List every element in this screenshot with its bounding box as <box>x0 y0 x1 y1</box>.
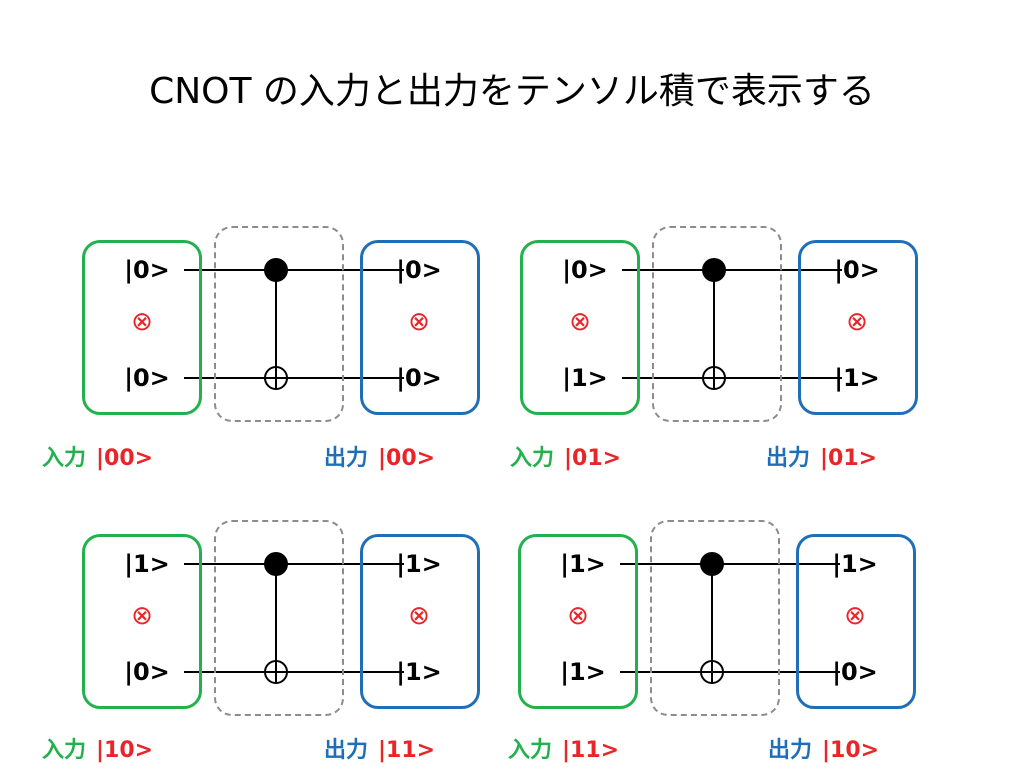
control-dot <box>702 258 726 282</box>
input-state: |01> <box>564 446 622 471</box>
input-caption: 入力 |10> <box>42 732 153 764</box>
control-dot <box>700 552 724 576</box>
output-caption: 出力 |00> <box>324 440 435 472</box>
output-state: |01> <box>820 446 878 471</box>
input-tensor-symbol: ⊗ <box>131 601 153 631</box>
output-top-ket: |1> <box>396 550 442 578</box>
output-tensor-symbol: ⊗ <box>846 307 868 337</box>
input-label: 入力 <box>508 738 553 763</box>
output-box <box>360 240 480 415</box>
input-box <box>82 534 202 709</box>
output-box <box>798 240 918 415</box>
output-caption: 出力 |10> <box>768 732 879 764</box>
input-label: 入力 <box>42 446 87 471</box>
output-label: 出力 <box>324 446 369 471</box>
output-tensor-symbol: ⊗ <box>408 307 430 337</box>
control-dot <box>264 258 288 282</box>
cnot-gate-box <box>214 226 344 422</box>
control-dot <box>264 552 288 576</box>
input-box <box>518 534 638 709</box>
circuit-wires <box>184 552 404 684</box>
output-top-ket: |0> <box>396 256 442 284</box>
input-tensor-symbol: ⊗ <box>131 307 153 337</box>
input-state: |00> <box>96 446 154 471</box>
output-tensor-symbol: ⊗ <box>408 601 430 631</box>
circuit-wires <box>620 552 840 684</box>
circuit-wires <box>184 258 404 390</box>
output-bottom-ket: |0> <box>396 364 442 392</box>
input-top-ket: |0> <box>562 256 608 284</box>
output-top-ket: |0> <box>834 256 880 284</box>
output-caption: 出力 |01> <box>766 440 877 472</box>
input-label: 入力 <box>510 446 555 471</box>
input-bottom-ket: |0> <box>124 364 170 392</box>
input-state: |11> <box>562 738 620 763</box>
input-label: 入力 <box>42 738 87 763</box>
cnot-panel-01: |0> ⊗ |1> |0> ⊗ |1> 入力 |01> 出力 |01> <box>510 222 960 471</box>
output-state: |10> <box>822 738 880 763</box>
output-label: 出力 <box>324 738 369 763</box>
circuit-wires <box>622 258 842 390</box>
input-top-ket: |1> <box>560 550 606 578</box>
input-top-ket: |1> <box>124 550 170 578</box>
output-tensor-symbol: ⊗ <box>844 601 866 631</box>
output-label: 出力 <box>768 738 813 763</box>
output-bottom-ket: |0> <box>832 658 878 686</box>
input-bottom-ket: |1> <box>560 658 606 686</box>
page-title: CNOT の入力と出力をテンソル積で表示する <box>149 71 875 112</box>
output-bottom-ket: |1> <box>834 364 880 392</box>
cnot-gate-box <box>652 226 782 422</box>
output-top-ket: |1> <box>832 550 878 578</box>
cnot-panel-11: |1> ⊗ |1> |1> ⊗ |0> 入力 |11> 出力 |10> <box>508 516 958 763</box>
input-tensor-symbol: ⊗ <box>569 307 591 337</box>
input-box <box>82 240 202 415</box>
output-bottom-ket: |1> <box>396 658 442 686</box>
input-box <box>520 240 640 415</box>
cnot-gate-box <box>214 520 344 716</box>
input-caption: 入力 |01> <box>510 440 621 472</box>
output-state: |00> <box>378 446 436 471</box>
input-bottom-ket: |1> <box>562 364 608 392</box>
input-state: |10> <box>96 738 154 763</box>
input-bottom-ket: |0> <box>124 658 170 686</box>
input-top-ket: |0> <box>124 256 170 284</box>
output-caption: 出力 |11> <box>324 732 435 764</box>
output-box <box>360 534 480 709</box>
cnot-panel-10: |1> ⊗ |0> |1> ⊗ |1> 入力 |10> 出力 |11> <box>42 516 522 763</box>
input-caption: 入力 |11> <box>508 732 619 764</box>
input-caption: 入力 |00> <box>42 440 153 472</box>
output-box <box>796 534 916 709</box>
input-tensor-symbol: ⊗ <box>567 601 589 631</box>
output-state: |11> <box>378 738 436 763</box>
cnot-panel-00: |0> ⊗ |0> |0> ⊗ |0> 入力 |00> 出力 |00> <box>42 222 522 471</box>
output-label: 出力 <box>766 446 811 471</box>
cnot-gate-box <box>650 520 780 716</box>
